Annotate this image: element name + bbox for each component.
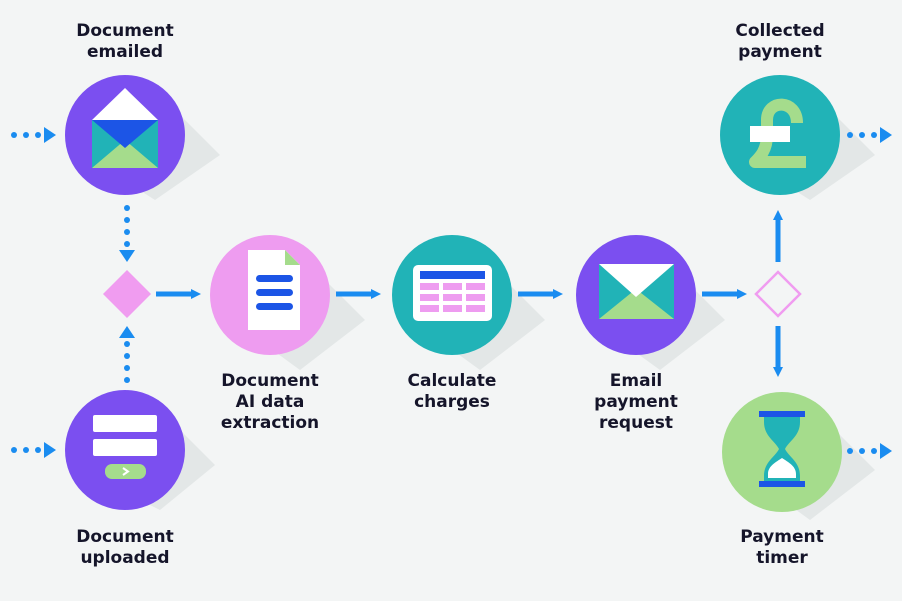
email-payment-request-node [576,235,725,370]
document-emailed-label: Document emailed [76,21,174,62]
collected-payment-node [720,75,875,200]
calculate-charges-label: Calculate charges [407,371,497,412]
ai-extraction-node [210,235,365,370]
merge-diamond [103,270,151,318]
upload-form-icon [93,415,157,479]
document-uploaded-node [65,390,215,510]
table-icon [413,265,492,321]
solid-connectors [156,210,783,377]
document-emailed-node [65,75,220,200]
envelope-icon [599,264,674,319]
collected-payment-label: Collected payment [735,21,825,62]
pound-icon [749,98,806,168]
envelope-icon [92,88,158,168]
split-diamond [754,270,802,318]
ai-extraction-label: Document AI data extraction [220,371,320,433]
payment-timer-node [722,392,875,520]
document-icon [248,250,300,330]
email-payment-request-label: Email payment request [594,371,678,433]
payment-timer-label: Payment timer [740,527,824,568]
document-uploaded-label: Document uploaded [76,527,174,568]
calculate-charges-node [392,235,545,370]
hourglass-icon [759,411,805,487]
dotted-connectors [11,127,892,459]
